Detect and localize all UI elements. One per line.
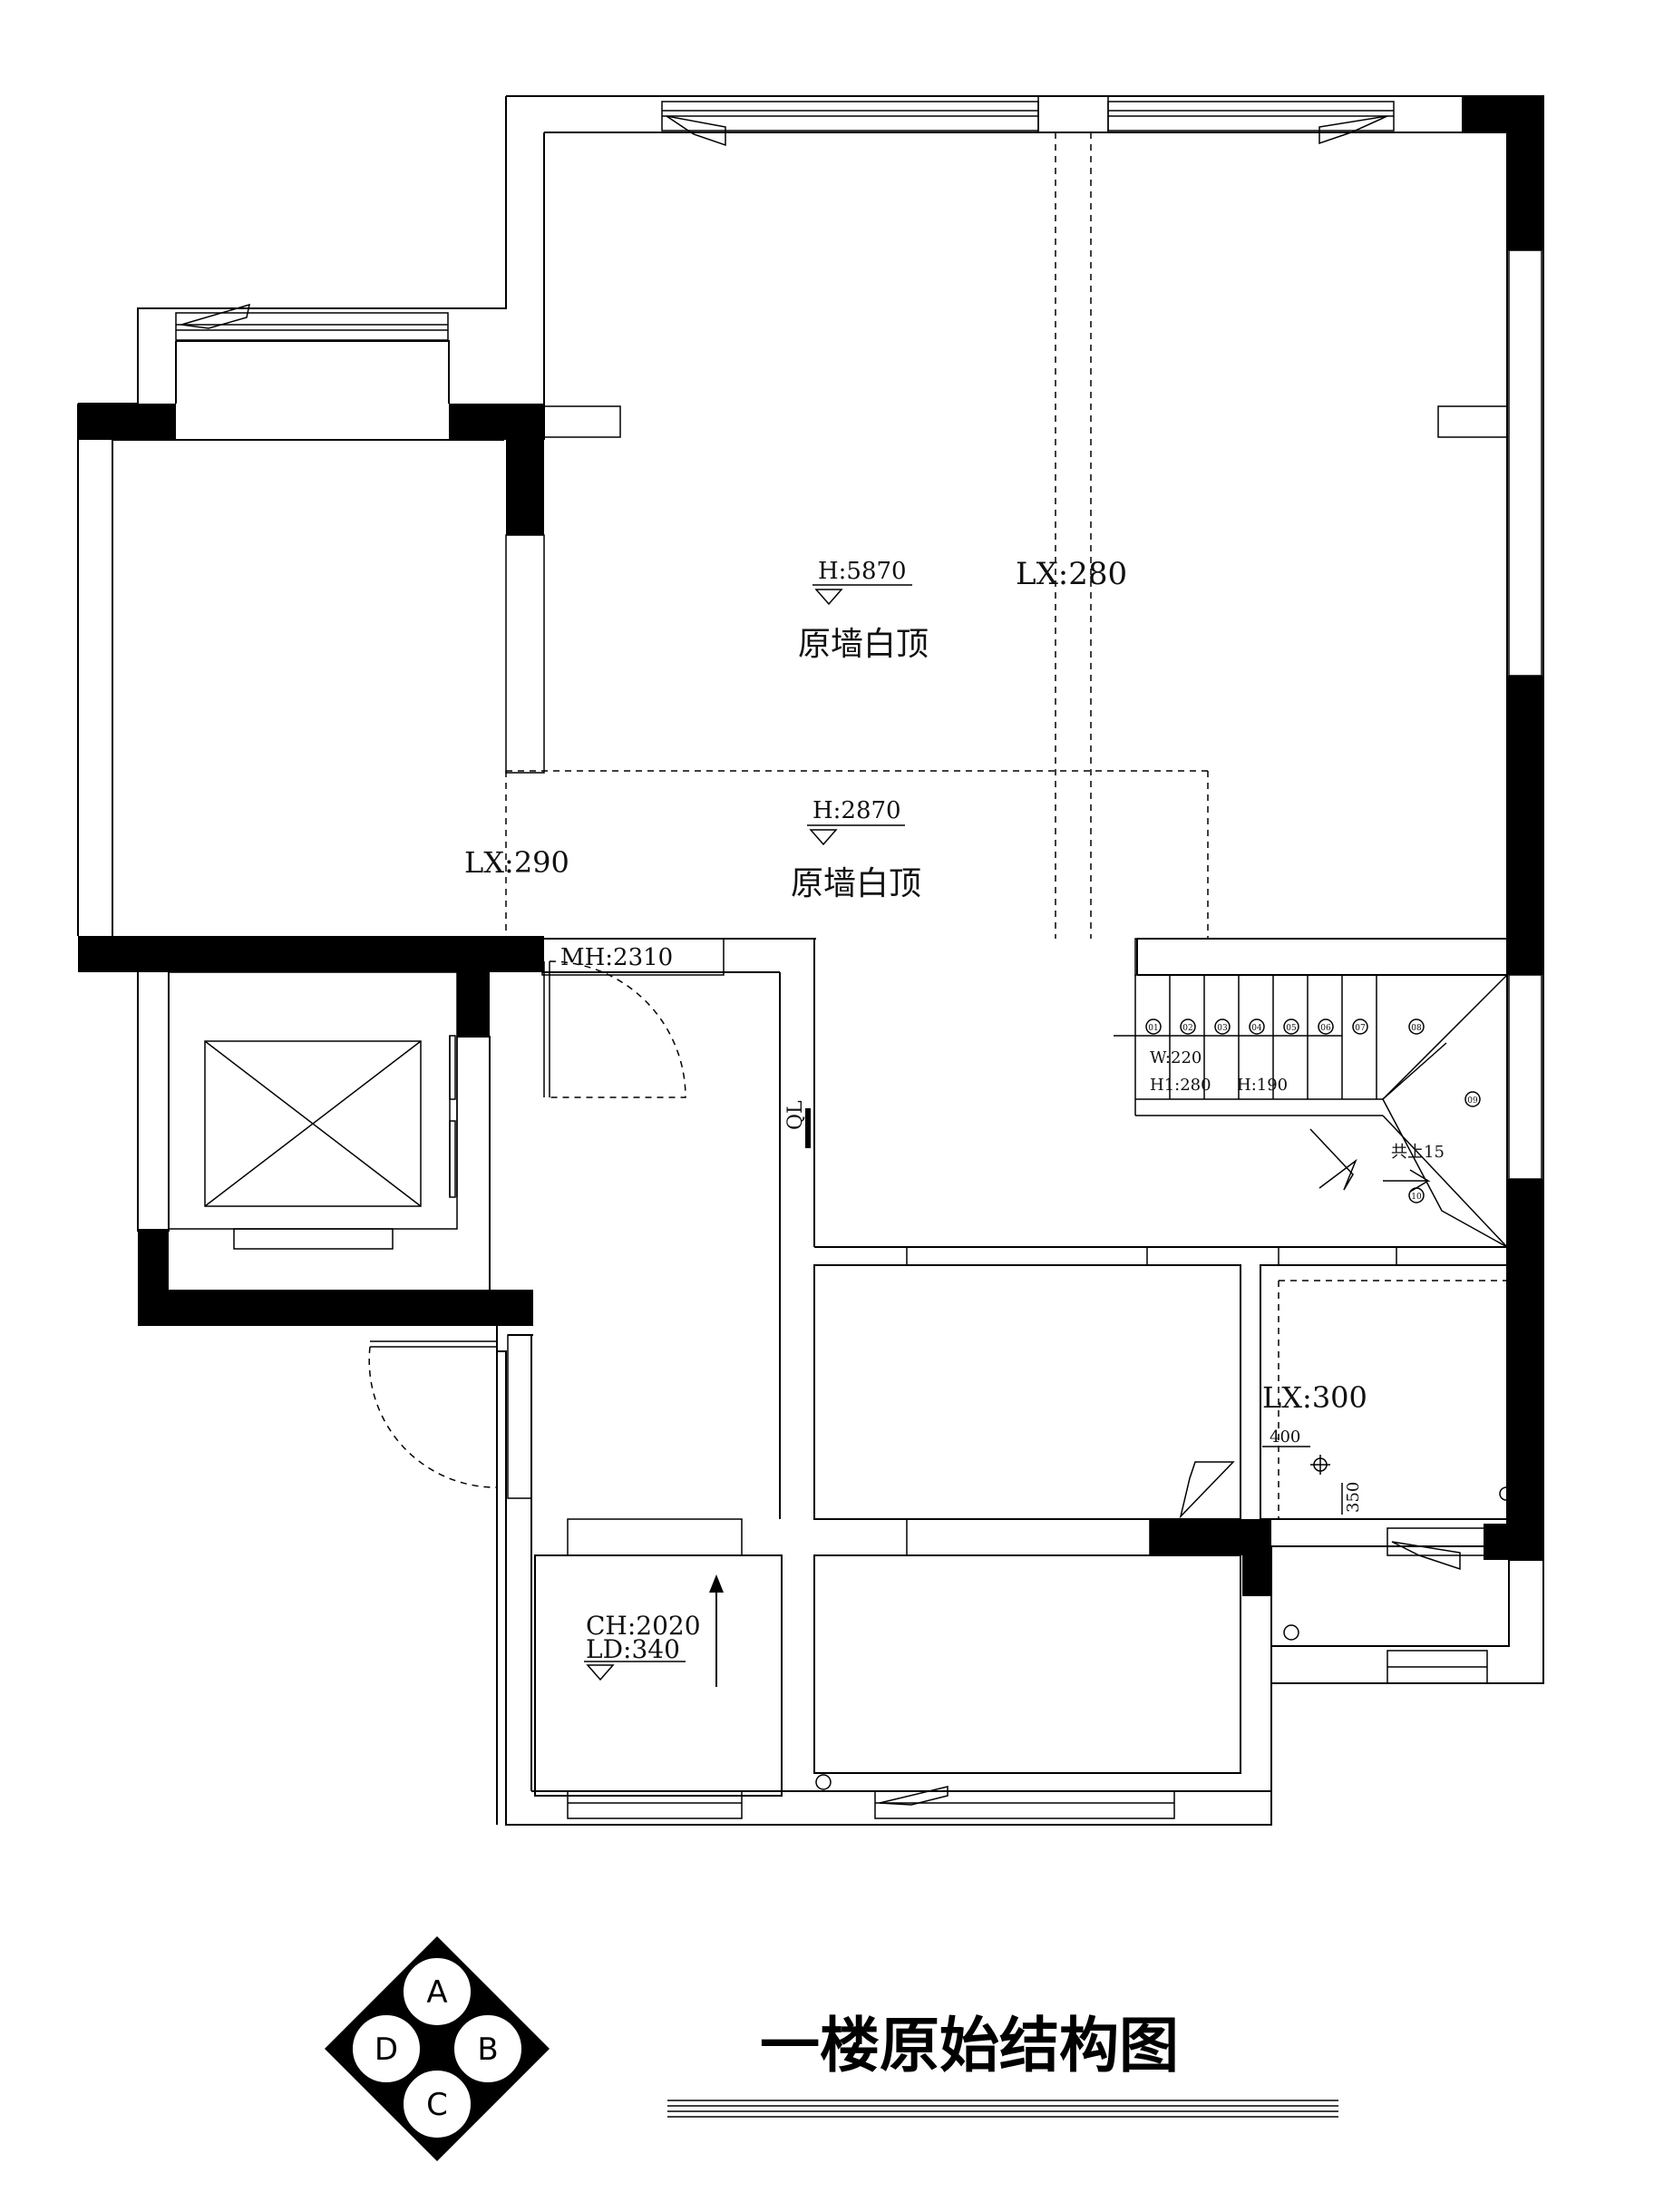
ceiling-height-lower: H:2870 xyxy=(812,797,901,824)
stair-total-label: 共上15 xyxy=(1391,1143,1445,1162)
beams xyxy=(505,132,1507,1519)
step-number: 04 xyxy=(1251,1024,1262,1033)
sill-height-label: LD:340 xyxy=(586,1634,680,1664)
step-number: 05 xyxy=(1286,1024,1297,1033)
window-height-label: CH:2020 xyxy=(586,1611,701,1641)
compass-label-a: A xyxy=(426,1974,447,2011)
step-number: 10 xyxy=(1411,1193,1422,1202)
beam-label-center: LX:280 xyxy=(1016,556,1127,592)
windows xyxy=(175,95,1542,1819)
step-number: 08 xyxy=(1411,1024,1422,1033)
gas-meter-label: QL xyxy=(784,1100,807,1130)
step-number: 07 xyxy=(1355,1024,1366,1033)
ceiling-finish-upper: 原墙白顶 xyxy=(798,626,929,663)
fixtures xyxy=(709,1108,1513,1790)
step-number: 01 xyxy=(1148,1024,1158,1033)
step-number: 02 xyxy=(1182,1024,1192,1033)
drawing-title: 一楼原始结构图 xyxy=(760,2011,1179,2080)
compass: A B C D xyxy=(325,1936,550,2161)
drawing-title-block: 一楼原始结构图 xyxy=(667,2011,1338,2118)
stair-numbers: 01 02 03 04 05 06 07 08 09 10 xyxy=(1145,1018,1481,1203)
dimension-350: 350 xyxy=(1344,1482,1363,1513)
compass-label-b: B xyxy=(477,2032,498,2068)
step-number: 09 xyxy=(1467,1096,1478,1106)
stair-tread-label: H1:280 xyxy=(1150,1076,1211,1095)
step-number: 06 xyxy=(1320,1024,1331,1033)
compass-label-c: C xyxy=(426,2087,448,2123)
stair-riser-label: H:190 xyxy=(1237,1076,1288,1095)
ceiling-finish-lower: 原墙白顶 xyxy=(791,865,921,902)
doors xyxy=(368,960,1235,1519)
ceiling-height-upper: H:5870 xyxy=(818,558,907,585)
stair-width-label: W:220 xyxy=(1150,1048,1202,1067)
beam-label-right: LX:300 xyxy=(1262,1380,1367,1415)
step-number: 03 xyxy=(1217,1024,1228,1033)
dimension-400: 400 xyxy=(1270,1428,1300,1447)
beam-label-left: LX:290 xyxy=(464,845,569,880)
interior-walls xyxy=(168,405,1508,1797)
structural-columns xyxy=(78,96,1543,1596)
annotations: H:5870 原墙白顶 LX:280 H:2870 原墙白顶 LX:290 MH… xyxy=(464,556,1445,1664)
compass-label-d: D xyxy=(375,2032,398,2068)
stairs xyxy=(1114,938,1508,1249)
level-markers xyxy=(584,584,912,1681)
door-height-label: MH:2310 xyxy=(560,944,673,971)
